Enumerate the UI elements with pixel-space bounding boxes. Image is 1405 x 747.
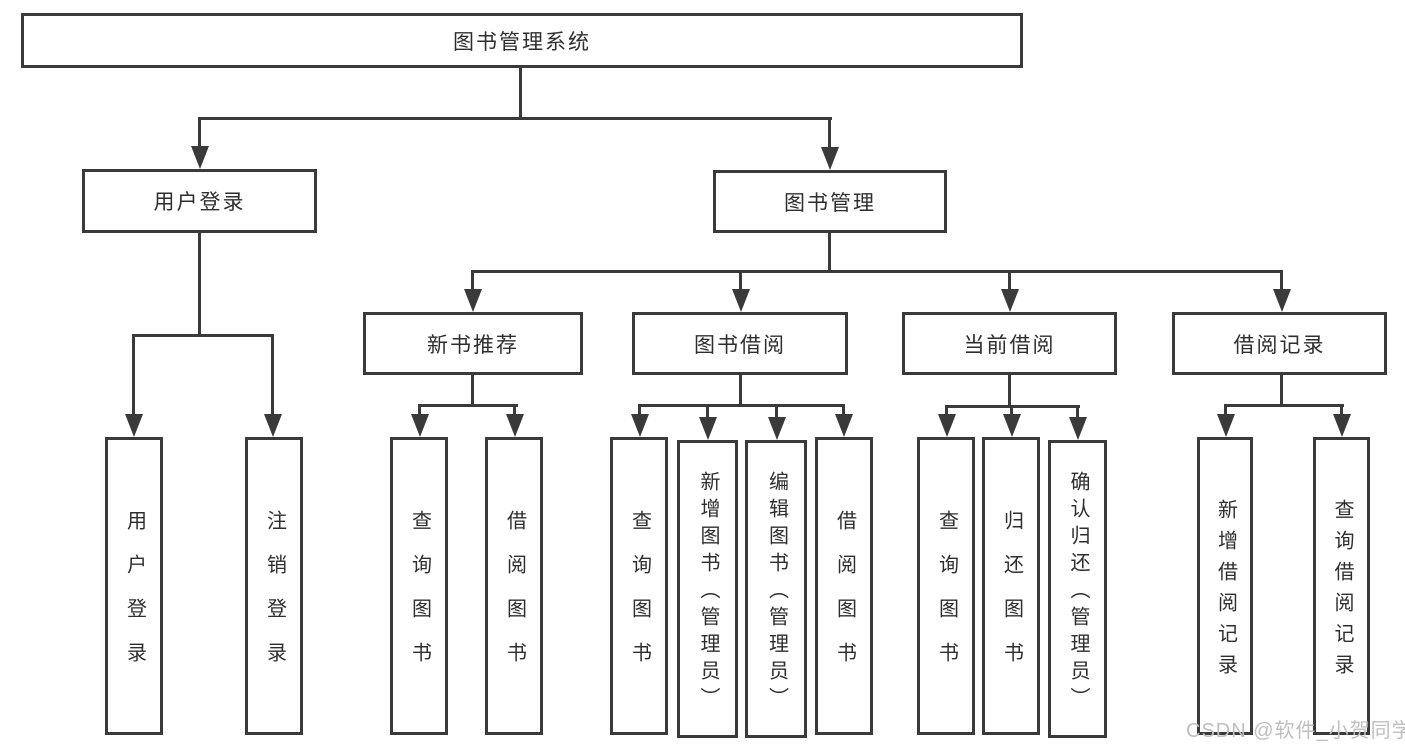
connector-line	[1280, 270, 1283, 294]
connector-line	[471, 375, 474, 407]
connector-line	[739, 375, 742, 407]
arrowhead-down-icon	[1069, 417, 1087, 440]
leaf-borrow-books-recommend-label: 借阅图书	[503, 510, 526, 686]
leaf-user-login-label: 用户登录	[123, 510, 146, 686]
arrowhead-down-icon	[821, 147, 839, 170]
node-book-management: 图书管理	[713, 170, 947, 233]
connector-line	[706, 404, 709, 421]
connector-line	[638, 404, 845, 407]
node-book-management-label: 图书管理	[784, 191, 876, 215]
leaf-query-books-recommend: 查询图书	[390, 437, 448, 735]
node-book-borrowing-label: 图书借阅	[694, 333, 786, 357]
connector-line	[1224, 404, 1227, 418]
node-borrowing-records: 借阅记录	[1172, 312, 1387, 375]
connector-line	[739, 270, 742, 294]
connector-line	[842, 404, 845, 418]
connector-line	[271, 334, 274, 418]
arrowhead-down-icon	[264, 414, 282, 437]
connector-line	[418, 404, 421, 418]
arrowhead-down-icon	[732, 289, 750, 312]
connector-line	[1280, 375, 1283, 407]
connector-line	[418, 404, 518, 407]
leaf-logout-label: 注销登录	[263, 510, 286, 686]
arrowhead-down-icon	[464, 289, 482, 312]
leaf-query-books-borrowing-label: 查询图书	[628, 510, 651, 686]
connector-line	[1076, 405, 1079, 421]
node-user-login: 用户登录	[82, 169, 317, 233]
arrowhead-down-icon	[699, 417, 717, 440]
connector-line	[1340, 404, 1343, 418]
leaf-query-books-current-label: 查询图书	[935, 510, 958, 686]
arrowhead-down-icon	[411, 414, 429, 437]
node-current-borrowing: 当前借阅	[902, 312, 1117, 375]
connector-line	[828, 233, 831, 273]
connector-line	[132, 334, 274, 337]
leaf-query-borrow-record-label: 查询借阅记录	[1331, 498, 1353, 685]
leaf-borrow-books-label: 借阅图书	[833, 510, 856, 686]
arrowhead-down-icon	[1333, 414, 1351, 437]
connector-line	[471, 270, 474, 294]
connector-line	[198, 117, 201, 150]
node-book-borrowing: 图书借阅	[632, 312, 848, 375]
connector-line	[1008, 270, 1011, 294]
arrowhead-down-icon	[1273, 289, 1291, 312]
connector-line	[1008, 375, 1011, 408]
leaf-borrow-books: 借阅图书	[815, 437, 873, 735]
node-root: 图书管理系统	[21, 13, 1023, 68]
connector-line	[132, 334, 135, 418]
leaf-add-book-admin-label: 新增图书（管理员）	[697, 471, 719, 714]
arrowhead-down-icon	[1003, 414, 1021, 437]
leaf-add-borrow-record: 新增借阅记录	[1197, 437, 1253, 735]
leaf-return-books: 归还图书	[982, 437, 1040, 735]
leaf-add-book-admin: 新增图书（管理员）	[677, 440, 738, 738]
arrowhead-down-icon	[125, 414, 143, 437]
arrowhead-down-icon	[1217, 414, 1235, 437]
leaf-confirm-return-admin: 确认归还（管理员）	[1048, 440, 1107, 738]
leaf-edit-book-admin-label: 编辑图书（管理员）	[765, 471, 788, 714]
arrowhead-down-icon	[835, 414, 853, 437]
connector-line	[198, 233, 201, 336]
leaf-borrow-books-recommend: 借阅图书	[485, 437, 543, 735]
csdn-watermark: CSDN @软件_小贺同学	[1186, 720, 1405, 742]
connector-line	[1010, 405, 1013, 418]
connector-line	[198, 117, 832, 120]
node-borrowing-records-label: 借阅记录	[1233, 333, 1326, 357]
leaf-user-login: 用户登录	[105, 437, 163, 735]
connector-line	[945, 405, 948, 418]
leaf-query-books-recommend-label: 查询图书	[408, 510, 431, 686]
node-current-borrowing-label: 当前借阅	[963, 333, 1056, 357]
leaf-logout: 注销登录	[245, 437, 303, 735]
connector-line	[638, 404, 641, 418]
leaf-query-books-borrowing: 查询图书	[610, 437, 668, 735]
connector-line	[471, 270, 1283, 273]
leaf-query-books-current: 查询图书	[917, 437, 975, 735]
connector-line	[1224, 404, 1344, 407]
leaf-query-borrow-record: 查询借阅记录	[1313, 437, 1370, 735]
connector-line	[513, 404, 516, 418]
leaf-return-books-label: 归还图书	[1000, 510, 1023, 686]
node-root-label: 图书管理系统	[453, 30, 591, 54]
node-new-book-recommendation-label: 新书推荐	[427, 333, 519, 357]
leaf-edit-book-admin: 编辑图书（管理员）	[745, 440, 807, 738]
connector-line	[775, 404, 778, 421]
node-new-book-recommendation: 新书推荐	[363, 312, 583, 375]
leaf-confirm-return-admin-label: 确认归还（管理员）	[1067, 471, 1089, 714]
arrowhead-down-icon	[631, 414, 649, 437]
arrowhead-down-icon	[938, 414, 956, 437]
leaf-add-borrow-record-label: 新增借阅记录	[1214, 498, 1237, 685]
arrowhead-down-icon	[768, 417, 786, 440]
connector-line	[519, 66, 522, 119]
node-user-login-label: 用户登录	[153, 191, 246, 214]
arrowhead-down-icon	[1001, 289, 1019, 312]
connector-line	[828, 117, 831, 150]
arrowhead-down-icon	[191, 146, 209, 169]
arrowhead-down-icon	[506, 414, 524, 437]
